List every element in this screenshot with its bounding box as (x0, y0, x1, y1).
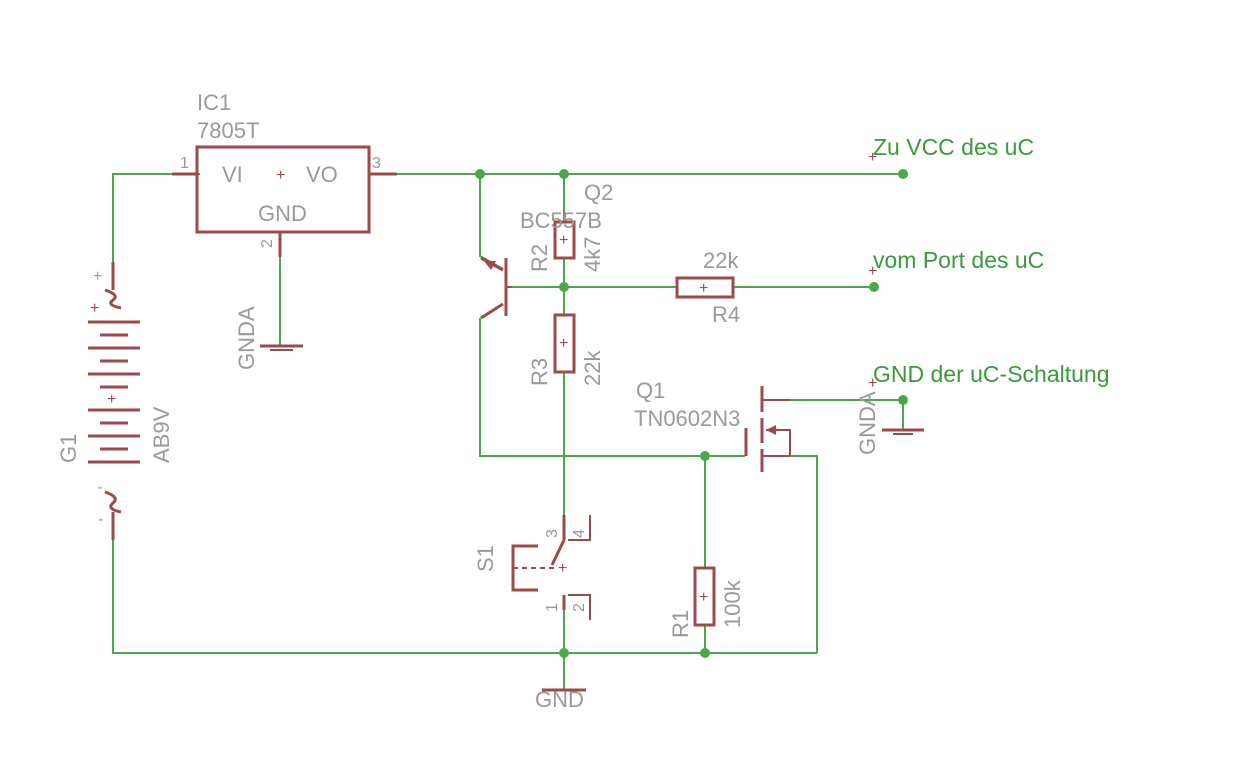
ic1-gnd-label: GND (258, 201, 307, 226)
ic1-origin-plus: + (276, 167, 285, 184)
r2-value: 4k7 (580, 237, 605, 272)
svg-text:+: + (558, 560, 567, 577)
wires (112, 173, 904, 690)
r4-value: 22k (703, 248, 739, 273)
transistor-q2[interactable]: Q2 BC557B (480, 180, 613, 320)
net-end-dot (898, 395, 908, 405)
ic1-pin3: 3 (372, 155, 381, 172)
gnda-symbol-left: GNDA (234, 306, 303, 370)
q1-value: TN0602N3 (634, 406, 740, 431)
r2-name: R2 (527, 244, 552, 272)
gnda-symbol-right: GNDA (855, 391, 924, 455)
r4-name: R4 (712, 302, 740, 327)
junctions (475, 169, 908, 658)
battery-minus-outer: - (98, 511, 103, 528)
net-label-gnd: GND der uC-Schaltung (873, 361, 1110, 387)
s1-name: S1 (473, 545, 498, 572)
q2-value: BC557B (520, 208, 602, 233)
r3-name: R3 (527, 358, 552, 386)
battery-plus-top: + (93, 268, 102, 285)
r3-value: 22k (580, 350, 605, 386)
r1-value: 100k (720, 579, 745, 628)
ic1-vo-label: VO (306, 162, 338, 187)
junction-dot (559, 169, 569, 179)
resistor-r2[interactable]: + R2 4k7 (527, 220, 605, 272)
junction-dot (559, 282, 569, 292)
net-end-dot (869, 282, 879, 292)
svg-text:+: + (559, 335, 568, 352)
net-end-dot (898, 169, 908, 179)
battery-value: AB9V (149, 406, 174, 463)
ic1-regulator[interactable]: IC1 7805T VI + VO GND 1 3 2 (172, 90, 397, 257)
s1-pin3: 3 (544, 529, 561, 538)
ic1-value: 7805T (197, 118, 259, 143)
battery-minus-inner: - (97, 479, 102, 496)
net-labels: + Zu VCC des uC + vom Port des uC + GND … (868, 134, 1110, 392)
resistor-r3[interactable]: + R3 22k (527, 313, 605, 386)
s1-pin2: 2 (571, 603, 588, 612)
gnda-left-label: GNDA (234, 306, 259, 370)
gnda-right-label: GNDA (855, 391, 880, 455)
junction-dot (700, 648, 710, 658)
battery-origin-plus: + (107, 391, 116, 408)
junction-dot (559, 648, 569, 658)
svg-text:+: + (868, 149, 877, 166)
junction-dot (700, 451, 710, 461)
svg-text:+: + (559, 232, 568, 249)
resistor-r1[interactable]: + R1 100k (668, 566, 745, 638)
svg-text:+: + (868, 375, 877, 392)
ic1-vi-label: VI (222, 162, 243, 187)
net-label-vcc: Zu VCC des uC (873, 134, 1034, 160)
battery-plus-inner: + (90, 300, 99, 317)
gnd-symbol-bottom: GND (535, 687, 586, 712)
net-label-port: vom Port des uC (873, 247, 1044, 273)
battery-g1[interactable]: + + + - - G1 AB9V (56, 262, 174, 540)
junction-dot (475, 169, 485, 179)
q2-name: Q2 (584, 180, 613, 205)
ic1-name: IC1 (197, 90, 231, 115)
switch-s1[interactable]: + S1 3 4 1 2 (473, 515, 591, 620)
svg-text:+: + (699, 589, 708, 606)
battery-name: G1 (56, 434, 81, 463)
q1-name: Q1 (636, 378, 665, 403)
mosfet-q1[interactable]: Q1 TN0602N3 (634, 378, 791, 472)
svg-text:+: + (699, 280, 708, 297)
s1-pin1: 1 (544, 603, 561, 612)
gnd-bottom-label: GND (535, 687, 584, 712)
svg-text:+: + (868, 263, 877, 280)
r1-name: R1 (668, 610, 693, 638)
s1-pin4: 4 (571, 529, 588, 538)
ic1-pin2: 2 (259, 239, 276, 248)
ic1-pin1: 1 (180, 155, 189, 172)
resistor-r4[interactable]: + 22k R4 (675, 248, 740, 327)
